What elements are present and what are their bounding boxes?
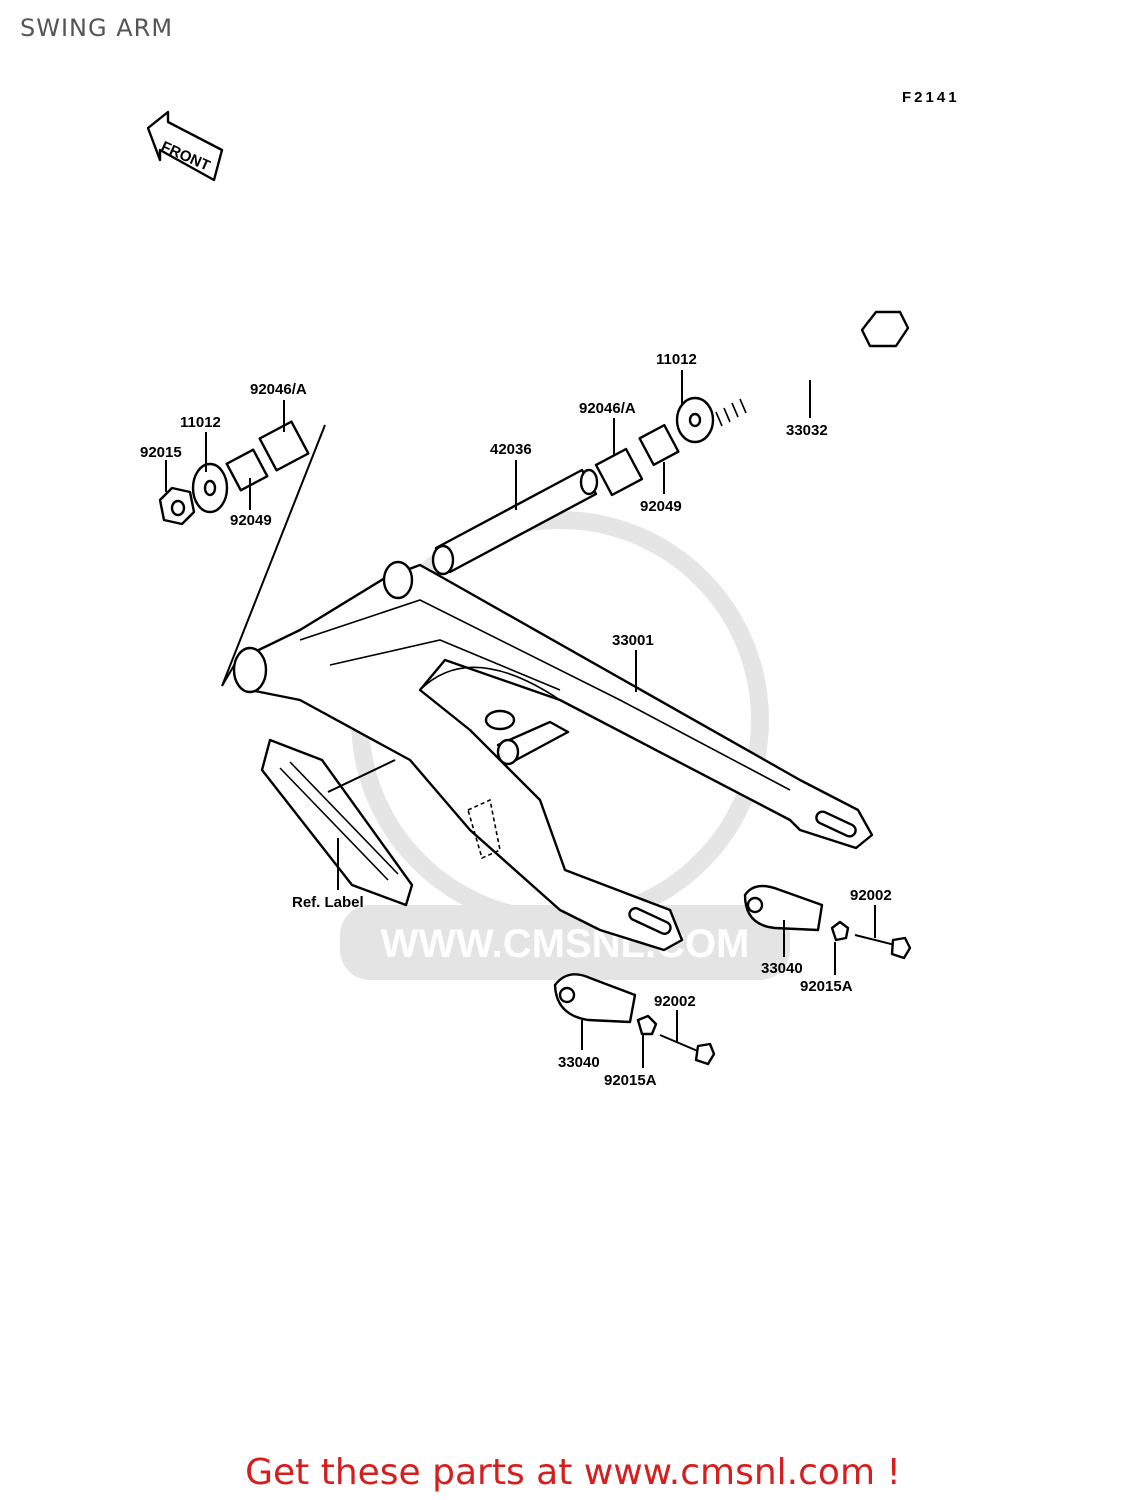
callout-42036: 42036 — [490, 441, 532, 458]
callout-92049-right: 92049 — [640, 498, 682, 515]
callout-33040-lower: 33040 — [558, 1054, 600, 1071]
callout-92002-right: 92002 — [850, 887, 892, 904]
left-bearing-stack — [158, 420, 310, 526]
callout-92015a-right: 92015A — [800, 978, 853, 995]
page-title: SWING ARM — [20, 14, 174, 42]
chain-adjuster-lower — [553, 973, 716, 1066]
callout-92015-left: 92015 — [140, 444, 182, 461]
callout-33001: 33001 — [612, 632, 654, 649]
pivot-shaft — [713, 310, 910, 427]
reference-label-plate — [260, 738, 414, 907]
chain-adjuster-right — [743, 884, 912, 960]
callout-92015a-lower: 92015A — [604, 1072, 657, 1089]
figure-code: F2141 — [902, 89, 960, 106]
svg-text:WWW.CMSNL.COM: WWW.CMSNL.COM — [381, 922, 750, 966]
right-bearing-stack — [594, 396, 715, 497]
callout-92046a-left: 92046/A — [250, 381, 307, 398]
callout-11012-right: 11012 — [656, 351, 697, 368]
swing-arm — [232, 560, 874, 952]
collar-sleeve — [431, 468, 599, 576]
callout-92046a-right: 92046/A — [579, 400, 636, 417]
callout-92002-lower: 92002 — [654, 993, 696, 1010]
callout-ref-label: Ref. Label — [292, 894, 364, 911]
promo-banner[interactable]: Get these parts at www.cmsnl.com ! — [245, 1452, 901, 1493]
callout-11012-left: 11012 — [180, 414, 221, 431]
leader-lines — [165, 370, 876, 1068]
front-arrow-icon: FRONT — [146, 110, 224, 182]
callout-33032: 33032 — [786, 422, 828, 439]
callout-92049-left: 92049 — [230, 512, 272, 529]
callout-33040-right: 33040 — [761, 960, 803, 977]
